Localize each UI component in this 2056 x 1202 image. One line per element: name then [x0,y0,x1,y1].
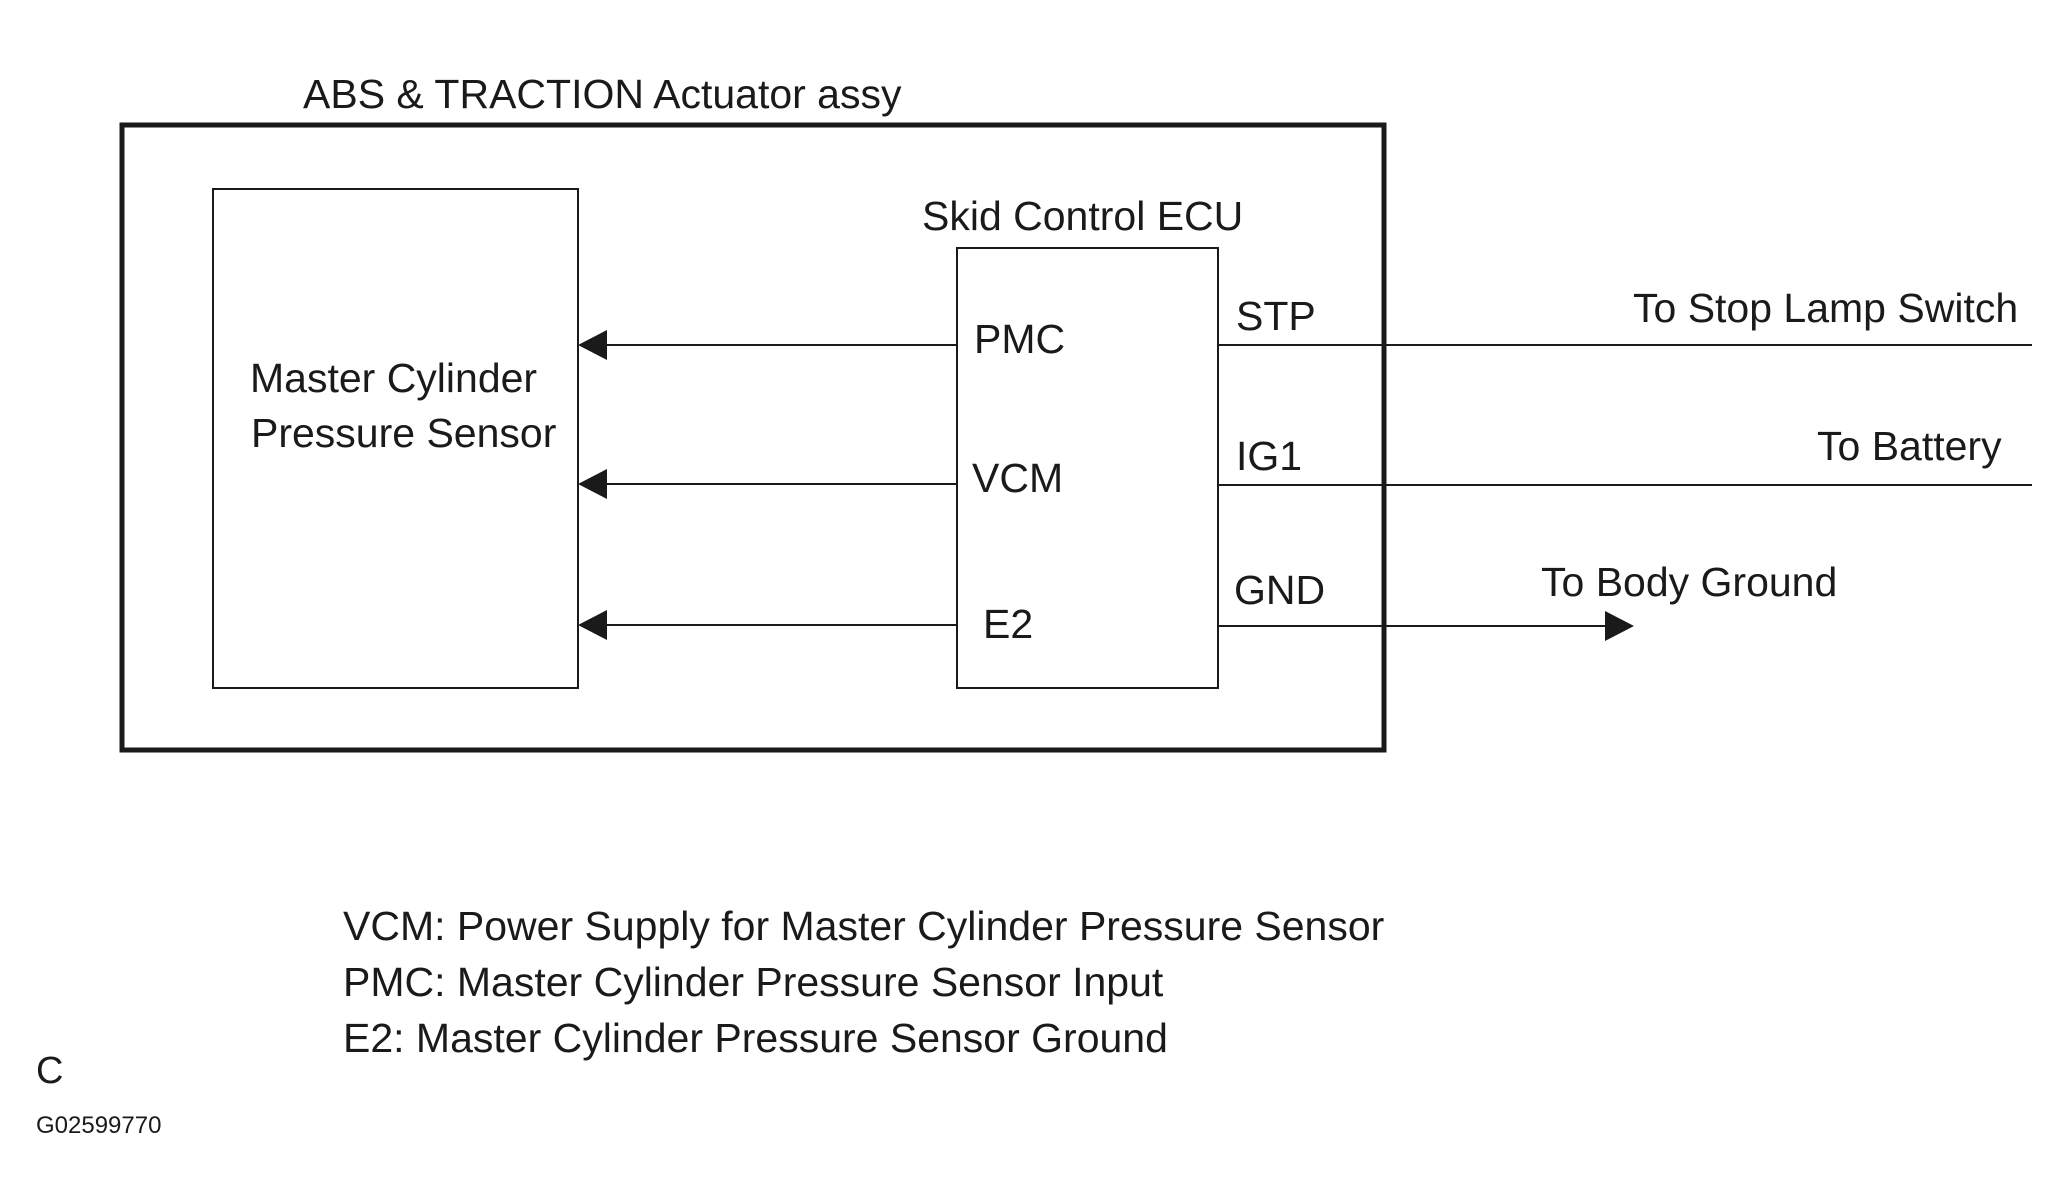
pin-gnd-label: GND [1234,567,1325,613]
vcm-arrowhead [578,469,607,499]
legend-line-pmc: PMC: Master Cylinder Pressure Sensor Inp… [343,959,1164,1005]
pressure-sensor-box [212,188,579,689]
actuator-assembly-title: ABS & TRACTION Actuator assy [303,71,902,117]
pin-pmc-label: PMC [974,316,1065,362]
figure-id: G02599770 [36,1112,162,1139]
pin-stp-label: STP [1236,293,1316,339]
pmc-arrowhead [578,330,607,360]
e2-arrowhead [578,610,607,640]
pressure-sensor-label-line2: Pressure Sensor [251,410,556,456]
legend-line-e2: E2: Master Cylinder Pressure Sensor Grou… [343,1015,1168,1061]
pin-e2-label: E2 [983,601,1033,647]
legend-line-vcm: VCM: Power Supply for Master Cylinder Pr… [343,903,1385,949]
pressure-sensor-label-line1: Master Cylinder [250,355,537,401]
pin-ig1-label: IG1 [1236,433,1302,479]
actuator-assembly-box [119,122,1387,753]
pin-legend: VCM: Power Supply for Master Cylinder Pr… [343,898,1384,1066]
destination-body-ground: To Body Ground [1541,559,1837,605]
pin-vcm-label: VCM [972,455,1063,501]
ecu-title: Skid Control ECU [922,193,1243,239]
gnd-arrowhead [1605,611,1634,641]
destination-battery: To Battery [1817,423,2002,469]
figure-letter: C [36,1050,64,1092]
destination-stop-lamp-switch: To Stop Lamp Switch [1633,285,2018,331]
skid-control-ecu-box [956,247,1219,689]
